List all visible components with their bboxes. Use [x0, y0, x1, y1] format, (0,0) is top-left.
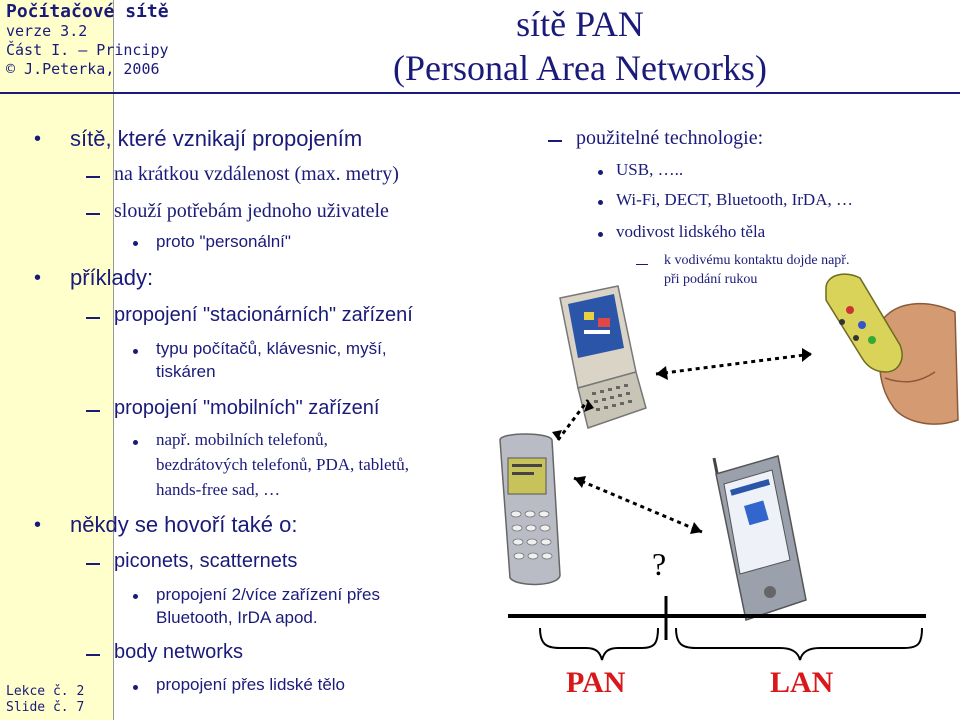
sub-piconets: piconets, scatternets — [114, 550, 298, 572]
sub-mobile: propojení "mobilních" zařízení — [114, 397, 380, 419]
copyright-label: © J.Peterka, 2006 — [6, 60, 160, 78]
mobile-examples-line3: hands-free sad, … — [156, 480, 281, 499]
tech-body-conductivity: vodivost lidského těla — [616, 222, 766, 241]
version-label: verze 3.2 — [6, 22, 88, 40]
lecture-label: Lekce č. 2 — [6, 684, 85, 699]
sub-short-distance: na krátkou vzdálenost (max. metry) — [114, 163, 399, 185]
hand-with-device-icon — [825, 273, 959, 425]
tech-wireless: Wi-Fi, DECT, Bluetooth, IrDA, … — [616, 190, 853, 209]
dash-marker — [86, 213, 100, 215]
slide-title: sítě PAN (Personal Area Networks) — [300, 2, 860, 90]
pda-icon — [712, 455, 807, 621]
sub-personal: proto "personální" — [156, 232, 291, 251]
piconets-desc-line1: propojení 2/více zařízení přes — [156, 585, 380, 604]
title-line-1: sítě PAN — [516, 4, 644, 44]
header-rule — [0, 92, 960, 94]
dash-marker — [86, 410, 100, 412]
handheld-pc-icon — [559, 285, 647, 429]
sub-body-networks: body networks — [114, 641, 243, 663]
mobile-examples-line1: např. mobilních telefonů, — [156, 430, 328, 449]
arrow-phone-pc — [556, 399, 590, 441]
dot-marker — [598, 200, 603, 205]
slide-number: Slide č. 7 — [6, 700, 85, 715]
piconets-desc-line2: Bluetooth, IrDA apod. — [156, 608, 318, 627]
dot-marker — [133, 241, 138, 246]
dash-marker — [548, 140, 562, 142]
bullet-also-called: někdy se hovoří také o: — [70, 512, 298, 537]
stationary-examples-line1: typu počítačů, klávesnic, myší, — [156, 339, 387, 358]
sub-single-user: slouží potřebám jednoho uživatele — [114, 200, 389, 222]
arrow-phone-pda — [573, 476, 703, 534]
question-mark: ? — [652, 546, 667, 582]
dot-marker — [133, 685, 138, 690]
dot-marker — [133, 440, 138, 445]
link-arrows — [556, 352, 813, 534]
dot-marker — [598, 232, 603, 237]
body-networks-desc: propojení přes lidské tělo — [156, 675, 346, 694]
course-title: Počítačové sítě — [6, 1, 169, 22]
dash-marker — [86, 654, 100, 656]
bullet-networks-definition: sítě, které vznikají propojením — [70, 126, 363, 151]
technologies-heading: použitelné technologie: — [576, 127, 764, 149]
slide-header: Počítačové sítě verze 3.2 Část I. – Prin… — [6, 2, 169, 79]
dot-marker — [133, 349, 138, 354]
tech-usb: USB, ….. — [616, 160, 684, 179]
lan-brace — [675, 627, 923, 661]
bullet-marker: • — [34, 514, 42, 536]
contact-note-line2: při podání rukou — [664, 272, 758, 287]
bullet-examples: příklady: — [70, 265, 154, 290]
pan-brace — [539, 627, 659, 661]
dash-marker — [636, 264, 648, 265]
lan-label: LAN — [770, 666, 834, 699]
dash-marker — [86, 317, 100, 319]
dot-marker — [598, 170, 603, 175]
part-label: Část I. – Principy — [6, 41, 169, 59]
pan-label: PAN — [566, 666, 626, 699]
dash-marker — [86, 176, 100, 178]
slide-footer: Lekce č. 2 Slide č. 7 — [6, 684, 84, 716]
contact-note-line1: k vodivému kontaktu dojde např. — [664, 253, 850, 268]
sidebar — [0, 0, 114, 720]
title-line-2: (Personal Area Networks) — [393, 48, 767, 88]
sub-stationary: propojení "stacionárních" zařízení — [114, 304, 413, 326]
dot-marker — [133, 594, 138, 599]
mobile-examples-line2: bezdrátových telefonů, PDA, tabletů, — [156, 455, 410, 474]
dash-marker — [86, 563, 100, 565]
mobile-phone-icon — [499, 433, 561, 586]
bullet-marker: • — [34, 267, 42, 289]
stationary-examples-line2: tiskáren — [156, 362, 216, 381]
bullet-marker: • — [34, 128, 42, 150]
arrow-pc-hand — [655, 352, 813, 376]
